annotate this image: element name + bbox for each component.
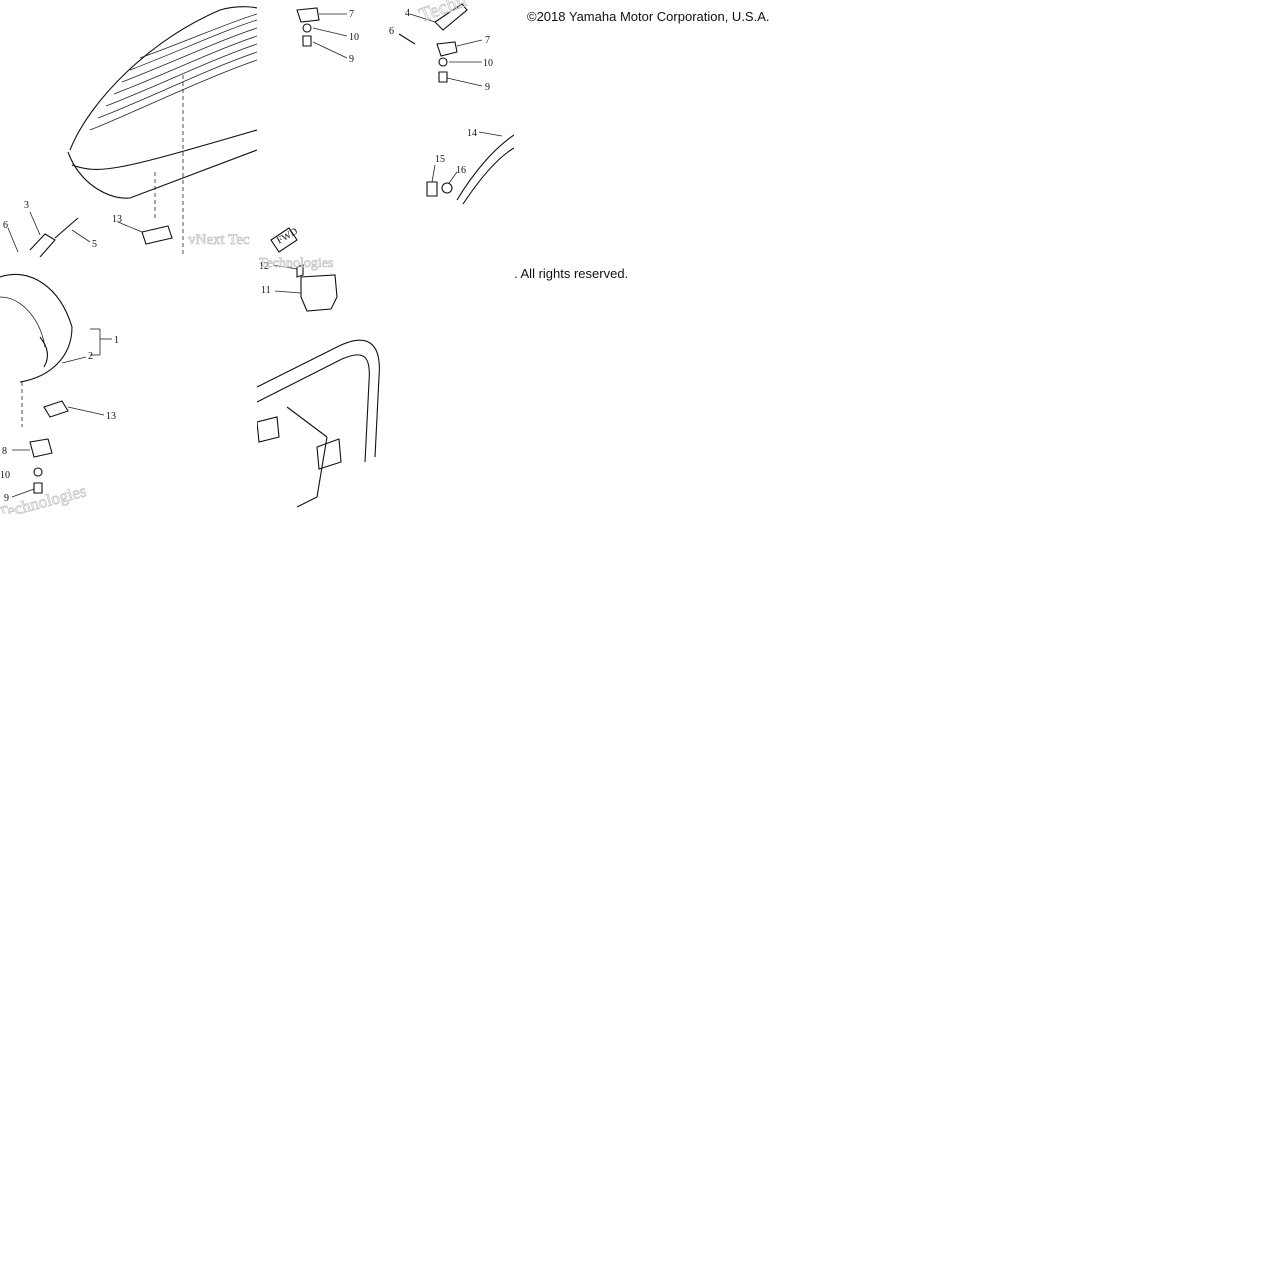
leader-9-right: [446, 77, 483, 87]
seat-bottom-drawing: 1 2 13 8 10 9 Technologies: [0, 273, 119, 514]
watermark-text: vNext Tec: [188, 232, 250, 248]
callout-10b: 10: [483, 58, 493, 69]
seat-ribs: [89, 13, 257, 131]
seat-base: [71, 129, 257, 170]
leader-13b: [67, 406, 105, 416]
washer-part-16: [441, 182, 453, 194]
leader-3: [29, 211, 41, 236]
bolt-part-12: [296, 264, 304, 278]
rack-mount-plate-left: [257, 416, 280, 443]
callout-16: 16: [456, 165, 466, 176]
callout-7b: 7: [485, 35, 490, 46]
callout-5: 5: [92, 239, 97, 250]
seat-outline: [69, 6, 257, 151]
washer-part-10-left: [302, 23, 312, 33]
hinge-part-7-right: [436, 41, 458, 57]
leader-6: [7, 227, 19, 253]
seat-outline-lower: [67, 149, 257, 199]
leader-11: [274, 290, 302, 294]
callout-11: 11: [261, 285, 271, 296]
hinge-part-8: [29, 438, 53, 458]
diagram-tile-rack: 12 11 Technologies: [257, 257, 514, 514]
leader-12: [272, 264, 298, 270]
bolt-part-15: [426, 181, 438, 197]
leader-4: [409, 13, 436, 23]
fwd-label: FWD: [275, 226, 300, 247]
bracket-part-3: [29, 233, 56, 257]
callout-13: 13: [112, 214, 122, 225]
watermark-text-4: Technologies: [259, 257, 333, 271]
washer-part-10-lower: [33, 467, 43, 477]
diagram-tile-seat-bottom: 1 2 13 8 10 9 Technologies: [0, 257, 257, 514]
hinge-part-4: [434, 3, 468, 31]
seat-rear-outline: [0, 273, 73, 383]
callout-10c: 10: [0, 470, 10, 481]
bolt-part-9-right: [438, 71, 448, 83]
leader-2: [61, 356, 87, 364]
seat-rear-inner: [0, 296, 46, 348]
callout-2: 2: [88, 351, 93, 362]
callout-14: 14: [467, 128, 477, 139]
rack-mount-plate-right: [316, 438, 342, 470]
callout-10: 10: [349, 32, 359, 43]
callout-9c: 9: [4, 493, 9, 504]
bracket-part-13: [141, 225, 173, 245]
washer-part-10-right: [438, 57, 448, 67]
diagram-tile-hinge-parts: 7 10 9 4 6 7 10 9 14 15 16 Techn FWD: [257, 0, 514, 257]
rack-frame-inner: [257, 354, 370, 463]
callout-6b: 6: [389, 26, 394, 37]
grab-bar-part-14: [456, 134, 514, 201]
bolt-part-5: [54, 217, 79, 239]
callout-8: 8: [2, 446, 7, 457]
watermark-text-2: Techn: [416, 0, 469, 27]
hinge-parts-drawing: 7 10 9 4 6 7 10 9 14 15 16 Techn FWD: [270, 0, 514, 253]
leader-5: [71, 229, 91, 243]
copyright-line-1: ©2018 Yamaha Motor Corporation, U.S.A.: [527, 9, 770, 24]
leader-14: [478, 131, 503, 137]
leader-10-left: [312, 27, 348, 37]
copyright-line-2: . All rights reserved.: [514, 266, 629, 281]
diagram-tile-seat-top: 13 3 5 6 vNext Tec: [0, 0, 257, 257]
callout-9: 9: [349, 54, 354, 65]
rack-crossbar: [286, 406, 328, 438]
leader-13: [117, 221, 143, 233]
callout-6: 6: [3, 220, 8, 231]
seat-cover-part-2: [39, 336, 49, 368]
watermark-text-3: Technologies: [0, 481, 88, 514]
callout-7: 7: [349, 9, 354, 20]
rack-frame-outer: [257, 339, 380, 458]
callout-13b: 13: [106, 411, 116, 422]
fwd-arrow-icon: [270, 227, 298, 253]
leader-9-lower: [11, 488, 35, 498]
leader-7-right: [456, 39, 483, 47]
callout-12: 12: [259, 261, 269, 272]
leader-9-left: [312, 41, 348, 59]
leader-15: [431, 164, 436, 183]
grab-bar-part-14-inner: [462, 147, 514, 205]
callout-3: 3: [24, 200, 29, 211]
rack-drawing: 12 11 Technologies: [257, 257, 380, 508]
rack-leg: [296, 436, 328, 508]
bracket-part-13-lower: [43, 400, 69, 418]
leader-16: [448, 171, 458, 184]
callout-15: 15: [435, 154, 445, 165]
lock-part-11: [300, 274, 338, 312]
callout-1: 1: [114, 335, 119, 346]
callout-4: 4: [405, 8, 410, 19]
hinge-part-7-left: [296, 7, 320, 23]
pin-part-6: [398, 33, 416, 45]
bolt-part-9-lower: [33, 482, 43, 494]
seat-top-drawing: 13 3 5 6 vNext Tec: [3, 6, 257, 257]
callout-9b: 9: [485, 82, 490, 93]
bolt-part-9-left: [302, 35, 312, 47]
